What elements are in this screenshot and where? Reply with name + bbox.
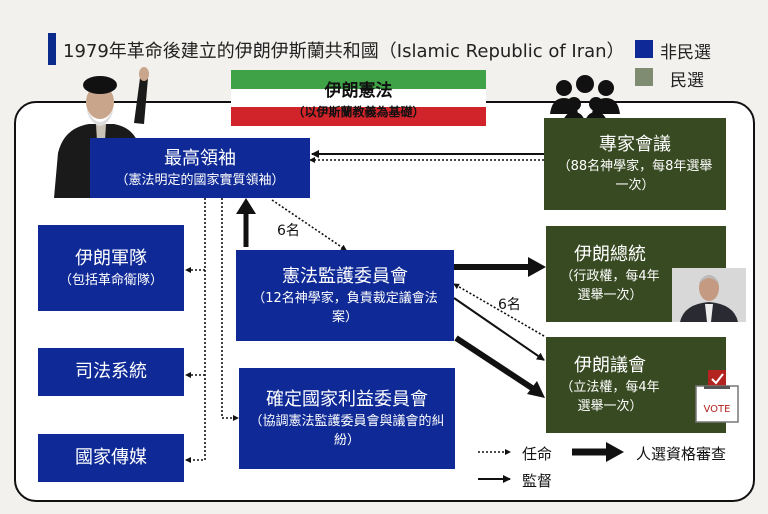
- parliament-title: 伊朗議會: [546, 354, 674, 378]
- supreme-leader-title: 最高領袖: [90, 147, 310, 171]
- expediency-council-box: 確定國家利益委員會 （協調憲法監護委員會與議會的糾紛）: [239, 368, 455, 469]
- edge-label-leader-appoints: 6名: [277, 220, 300, 240]
- assembly-of-experts-box: 專家會議 （88名神學家，每8年選舉一次）: [544, 118, 726, 210]
- judiciary-title: 司法系統: [38, 360, 184, 384]
- expediency-council-subtitle: （協調憲法監護委員會與議會的糾紛）: [239, 412, 455, 450]
- edge-label-parliament-elects: 6名: [498, 294, 521, 314]
- president-portrait: [672, 268, 746, 322]
- guardian-council-box: 憲法監護委員會 （12名神學家，負責裁定議會法案）: [236, 250, 454, 341]
- legend-vetting-arrow: [606, 442, 624, 462]
- army-title: 伊朗軍隊: [38, 247, 184, 271]
- president-title: 伊朗總統: [546, 243, 674, 267]
- guardian-council-title: 憲法監護委員會: [236, 265, 454, 289]
- judiciary-box: 司法系統: [38, 348, 184, 396]
- expediency-council-title: 確定國家利益委員會: [239, 388, 455, 412]
- ballot-box-icon: VOTE: [694, 368, 740, 424]
- army-subtitle: （包括革命衛隊）: [38, 271, 184, 290]
- president-subtitle: （行政權，每4年選舉一次）: [546, 267, 674, 305]
- army-box: 伊朗軍隊 （包括革命衛隊）: [38, 225, 184, 311]
- legend-vetting-label: 人選資格審查: [636, 443, 726, 464]
- parliament-subtitle: （立法權，每4年選舉一次）: [546, 378, 674, 416]
- assembly-of-experts-title: 專家會議: [544, 133, 726, 157]
- assembly-of-experts-subtitle: （88名神學家，每8年選舉一次）: [544, 157, 726, 195]
- supreme-leader-box: 最高領袖 （憲法明定的國家實質領袖）: [90, 138, 310, 198]
- state-media-title: 國家傳媒: [38, 446, 184, 470]
- legend-supervise-label: 監督: [522, 470, 552, 491]
- legend-appoint-label: 任命: [522, 443, 552, 464]
- state-media-box: 國家傳媒: [38, 434, 184, 482]
- supreme-leader-subtitle: （憲法明定的國家實質領袖）: [90, 171, 310, 190]
- guardian-council-subtitle: （12名神學家，負責裁定議會法案）: [236, 289, 454, 327]
- vote-text: VOTE: [704, 404, 731, 415]
